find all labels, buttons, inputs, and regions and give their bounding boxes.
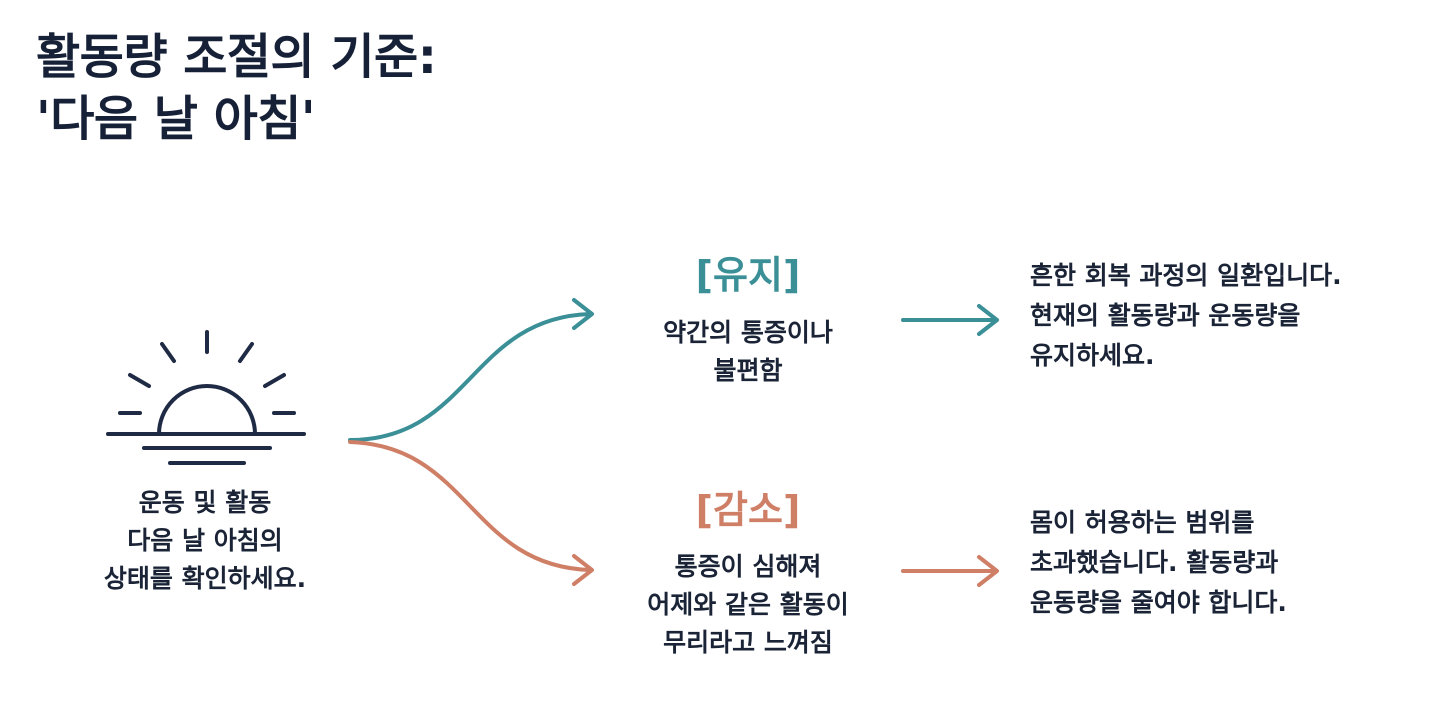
reduce-branch-curve (348, 440, 592, 572)
title-line-1: 활동량 조절의 기준: (36, 29, 437, 85)
title-line-2: '다음 날 아침' (36, 91, 316, 147)
keep-branch-arrowhead (572, 298, 594, 330)
condition-line: 어제와 같은 활동이 (647, 590, 849, 619)
condition-line: 통증이 심해져 (674, 552, 822, 581)
result-line: 흔한 회복 과정의 일환입니다. (1030, 261, 1342, 290)
start-caption-line: 다음 날 아침의 (127, 526, 283, 555)
condition-line: 무리라고 느껴짐 (663, 628, 833, 657)
reduce-branch-condition: 통증이 심해져 어제와 같은 활동이 무리라고 느껴짐 (588, 548, 908, 662)
result-line: 운동량을 줄여야 합니다. (1030, 588, 1287, 617)
reduce-result-arrow (901, 555, 999, 587)
result-line: 초과했습니다. 활동량과 (1030, 548, 1279, 577)
condition-line: 불편함 (713, 356, 783, 385)
reduce-branch-label: [감소] (695, 488, 801, 532)
result-line: 현재의 활동량과 운동량을 (1030, 301, 1301, 330)
start-caption: 운동 및 활동 다음 날 아침의 상태를 확인하세요. (60, 484, 350, 598)
sunrise-icon (106, 330, 306, 465)
keep-branch-label: [유지] (695, 253, 801, 297)
keep-branch-curve (348, 312, 592, 442)
keep-result-arrow (901, 304, 999, 336)
condition-line: 약간의 통증이나 (663, 318, 833, 347)
reduce-result-text: 몸이 허용하는 범위를 초과했습니다. 활동량과 운동량을 줄여야 합니다. (1030, 503, 1287, 623)
result-line: 유지하세요. (1030, 341, 1155, 370)
keep-result-text: 흔한 회복 과정의 일환입니다. 현재의 활동량과 운동량을 유지하세요. (1030, 256, 1342, 376)
keep-branch-condition: 약간의 통증이나 불편함 (588, 314, 908, 390)
reduce-branch-arrowhead (572, 554, 594, 586)
result-line: 몸이 허용하는 범위를 (1030, 508, 1255, 537)
start-caption-line: 운동 및 활동 (138, 488, 272, 517)
start-caption-line: 상태를 확인하세요. (103, 564, 307, 593)
page-title: 활동량 조절의 기준: '다음 날 아침' (36, 26, 437, 150)
